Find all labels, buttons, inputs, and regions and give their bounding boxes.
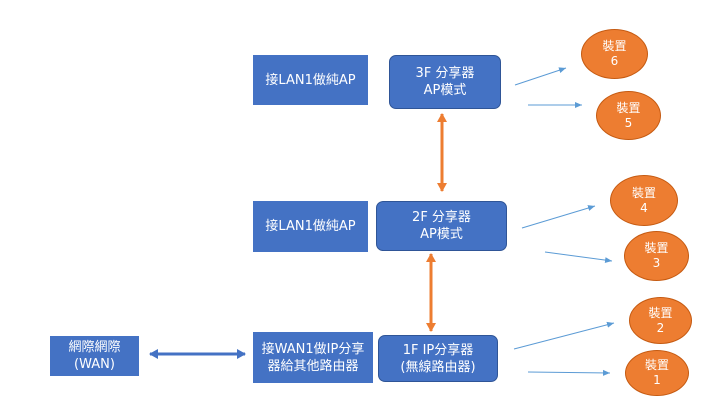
device-5: 裝置 5 — [596, 91, 661, 140]
lan-ap-label-3f: 接LAN1做純AP — [253, 55, 368, 105]
device-6: 裝置 6 — [581, 29, 648, 79]
device-2: 裝置 2 — [629, 297, 692, 344]
device-5-label: 裝置 — [616, 100, 641, 115]
arrow-to-device-2 — [513, 321, 615, 350]
device-2-number: 2 — [656, 320, 665, 335]
device-1-label: 裝置 — [644, 358, 669, 372]
device-1: 裝置 1 — [625, 350, 689, 396]
device-4-number: 4 — [640, 200, 648, 215]
device-4-label: 裝置 — [631, 185, 656, 200]
arrow-to-device-6 — [514, 67, 567, 86]
wan-note-label: 接WAN1做IP分享 器給其他路由器 — [253, 332, 373, 383]
lan-ap-label-2f: 接LAN1做純AP — [253, 201, 368, 252]
router-1f-box: 1F IP分享器 (無線路由器) — [378, 335, 498, 382]
device-3: 裝置 3 — [624, 231, 689, 281]
arrow-to-device-4 — [521, 205, 596, 229]
device-3-label: 裝置 — [644, 241, 669, 255]
device-3-number: 3 — [652, 256, 661, 270]
device-1-number: 1 — [653, 373, 661, 387]
device-5-number: 5 — [624, 115, 633, 130]
device-6-number: 6 — [610, 54, 619, 68]
internet-wan-box: 網際網際 (WAN) — [50, 336, 139, 376]
device-2-label: 裝置 — [648, 305, 673, 320]
arrow-to-device-3 — [544, 251, 613, 264]
router-2f-box: 2F 分享器 AP模式 — [376, 201, 507, 251]
router-3f-box: 3F 分享器 AP模式 — [389, 55, 501, 109]
arrow-to-device-1 — [527, 369, 611, 376]
device-4: 裝置 4 — [610, 175, 678, 226]
device-6-label: 裝置 — [602, 39, 627, 53]
